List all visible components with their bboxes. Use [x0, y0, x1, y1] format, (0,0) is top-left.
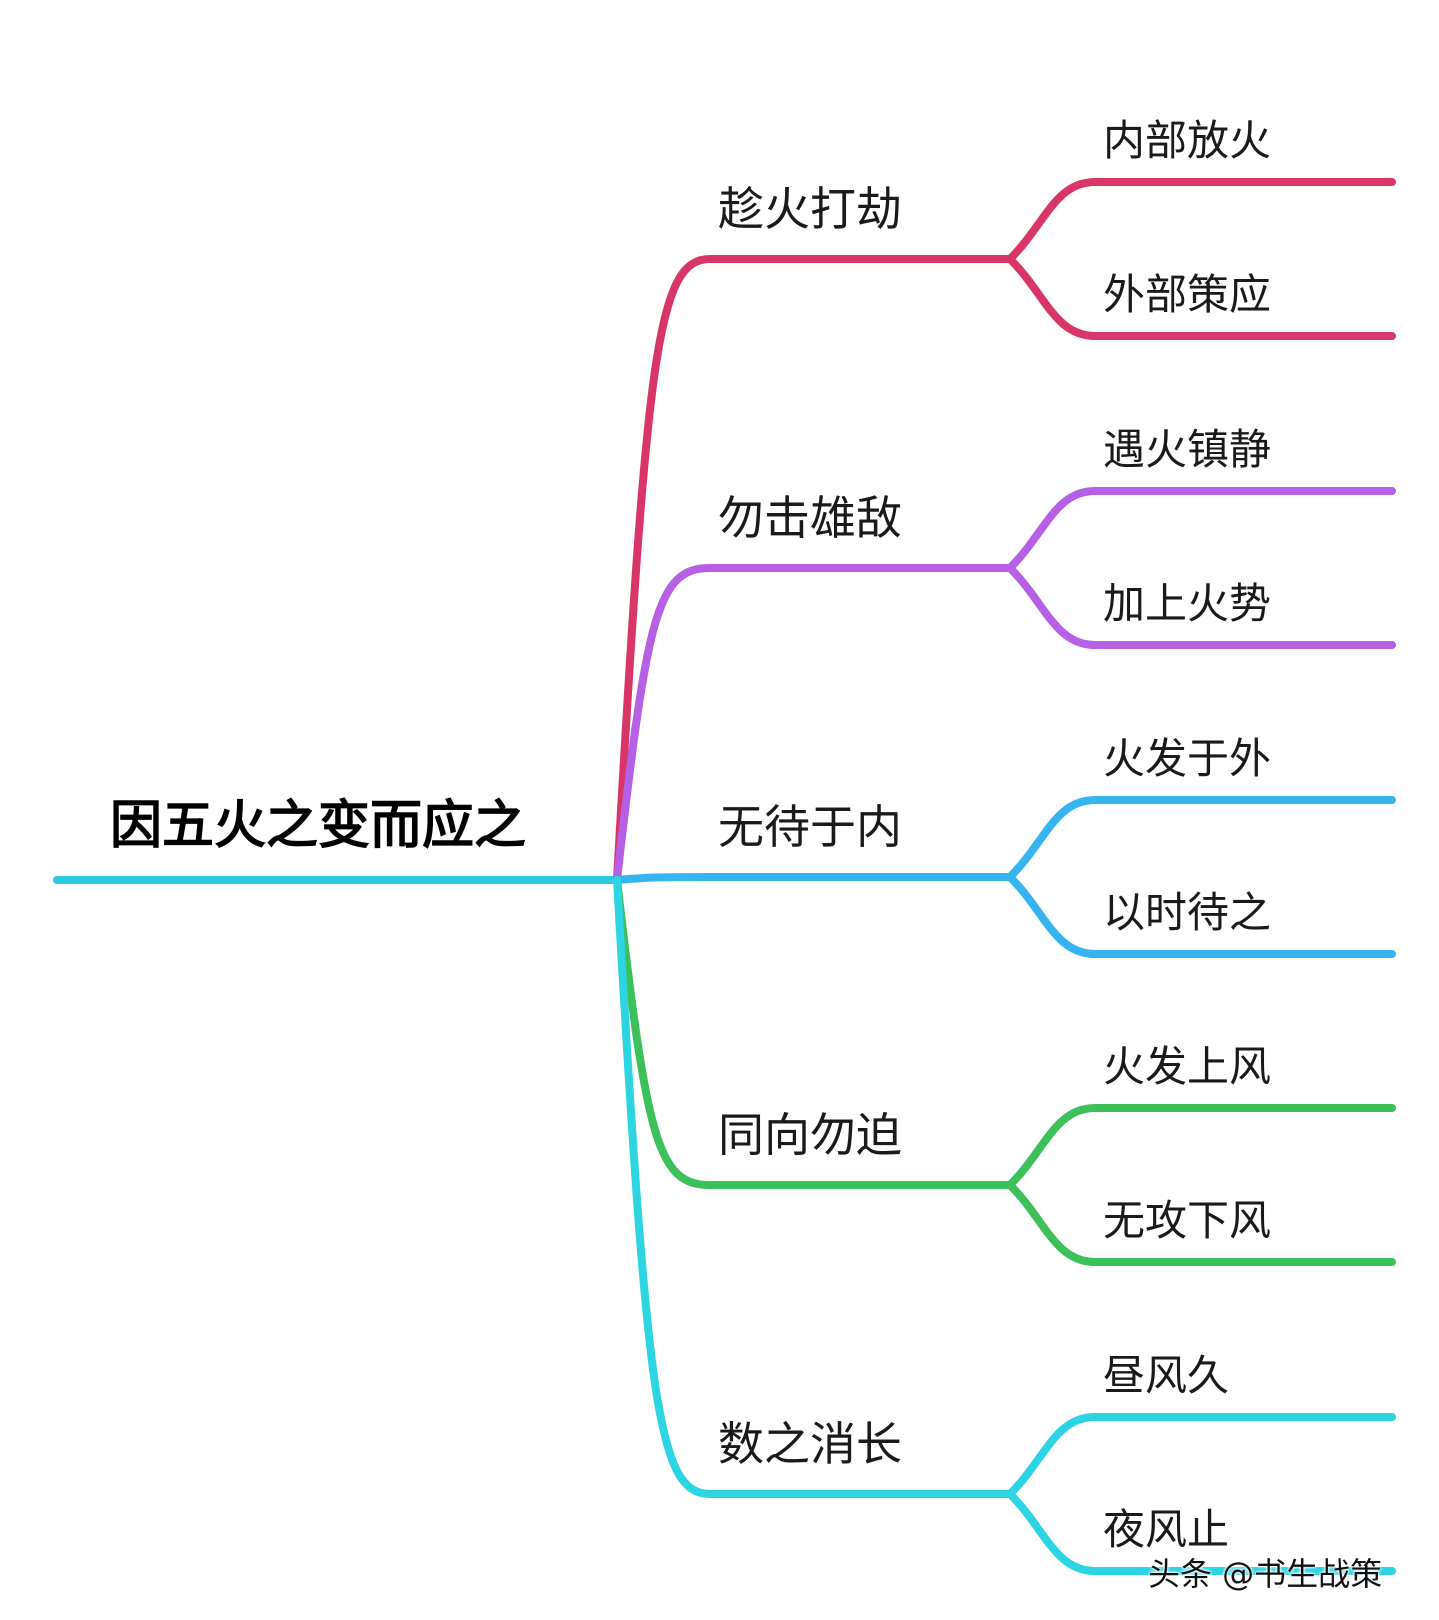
branch-line-3 [613, 873, 1014, 884]
leaf-label-5-2: 夜风止 [1103, 1505, 1230, 1554]
leaf-line-3-1 [1006, 796, 1396, 881]
branch-line-2 [613, 564, 1014, 884]
leaf-label-1-1: 内部放火 [1103, 116, 1272, 165]
leaf-label-1-2: 外部策应 [1103, 270, 1272, 319]
leaf-line-1-2 [1006, 255, 1396, 340]
leaf-label-2-2: 加上火势 [1103, 579, 1272, 628]
branch-label-5: 数之消长 [718, 1417, 902, 1471]
leaf-line-4-2 [1006, 1181, 1396, 1266]
leaf-label-5-1: 昼风久 [1103, 1351, 1230, 1400]
leaf-label-4-1: 火发上风 [1103, 1042, 1272, 1091]
branch-label-3: 无待于内 [718, 800, 902, 854]
branch-line-4 [613, 876, 1014, 1189]
branch-label-2: 勿击雄敌 [718, 491, 902, 545]
leaf-label-2-1: 遇火镇静 [1103, 425, 1272, 474]
leaf-line-5-1 [1006, 1413, 1396, 1498]
leaf-line-5-2 [1006, 1490, 1396, 1575]
root-node-label: 因五火之变而应之 [110, 796, 527, 856]
leaf-line-3-2 [1006, 873, 1396, 958]
leaf-label-4-2: 无攻下风 [1103, 1196, 1272, 1245]
branch-label-4: 同向勿迫 [718, 1108, 902, 1162]
leaf-line-1-1 [1006, 178, 1396, 263]
watermark-text: 头条 @书生战策 [1148, 1555, 1383, 1593]
branch-line-5 [613, 876, 1014, 1498]
leaf-line-2-2 [1006, 564, 1396, 649]
branch-line-1 [613, 255, 1014, 884]
leaf-line-2-1 [1006, 487, 1396, 572]
leaf-label-3-1: 火发于外 [1103, 734, 1272, 783]
branch-label-1: 趁火打劫 [718, 182, 902, 236]
leaf-label-3-2: 以时待之 [1103, 888, 1272, 937]
leaf-line-4-1 [1006, 1104, 1396, 1189]
